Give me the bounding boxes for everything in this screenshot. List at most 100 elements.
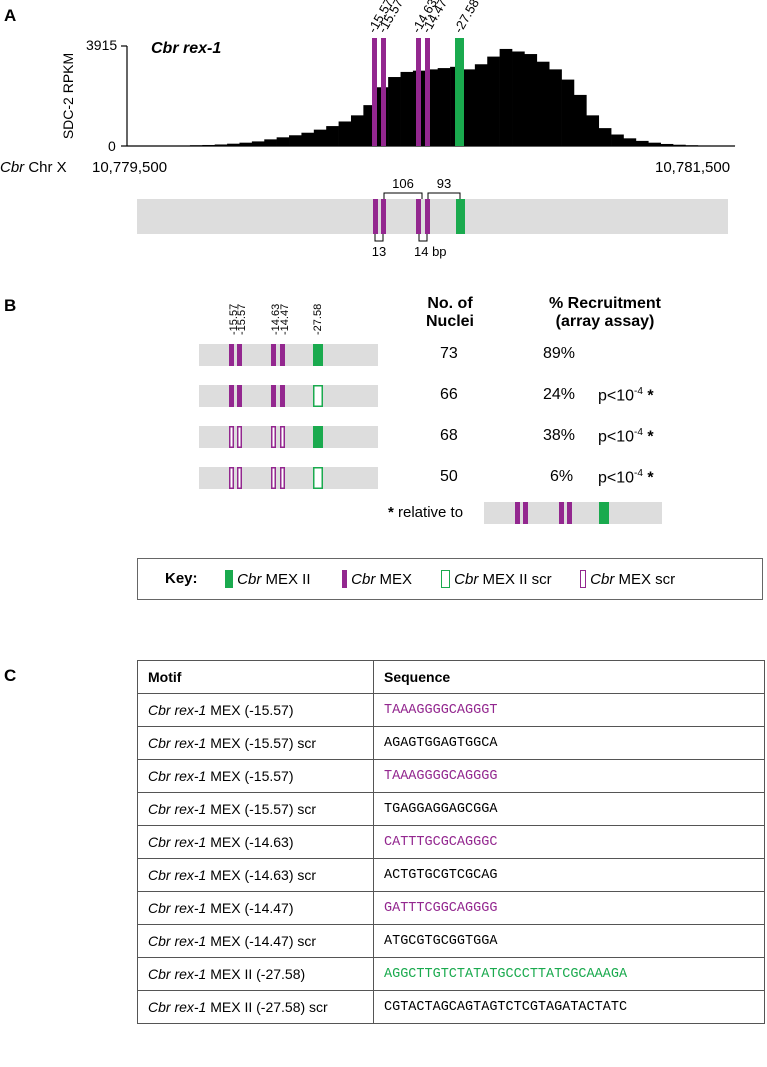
key-title: Key: — [165, 570, 198, 587]
header-recruitment-line2: (array assay) — [555, 313, 655, 330]
pval-row-2-exp: -4 — [634, 386, 643, 397]
header-recruitment: % Recruitment (array assay) — [535, 295, 675, 331]
sequence-cell: CGTACTAGCAGTAGTCTCGTAGATACTATC — [373, 990, 765, 1024]
pct-row-1: 89% — [543, 345, 576, 362]
histogram-bin — [524, 54, 538, 146]
histogram-bin — [487, 56, 500, 146]
motif-cell: Cbr rex-1 MEX (-14.63) scr — [137, 858, 374, 892]
histogram-bin — [251, 141, 265, 146]
hist-site-mex-4 — [425, 38, 430, 146]
histogram-bin — [350, 115, 364, 146]
pct-row-3: 38% — [543, 427, 576, 444]
histogram — [128, 48, 736, 146]
construct-mex-site — [229, 344, 234, 366]
x-right-label: 10,781,500 — [655, 159, 731, 176]
nuclei-row-3: 68 — [440, 427, 458, 444]
construct-mexii-scr-site — [313, 467, 323, 489]
key-mex-scr-species: Cbr — [590, 571, 615, 588]
construct-mex-scr-site — [229, 426, 234, 448]
construct-bar — [199, 344, 378, 366]
histogram-bin — [301, 132, 315, 146]
relative-star: * — [388, 504, 394, 521]
construct-mex-scr-site — [237, 467, 242, 489]
hist-site-mex-2 — [381, 38, 386, 146]
dist-106: 106 — [392, 176, 414, 191]
pval-row-3-text: p<10 — [598, 428, 635, 446]
key-mexii-species: Cbr — [237, 571, 262, 588]
pval-row-2: p<10-4 * — [598, 386, 654, 405]
key-item-mexii-scr: Cbr MEX II scr — [441, 570, 552, 588]
hist-site-mex-3 — [416, 38, 421, 146]
histogram-bin — [264, 139, 277, 146]
histogram-bin — [635, 140, 649, 146]
table-row: Cbr rex-1 MEX II (-27.58)AGGCTTGTCTATATG… — [137, 957, 765, 991]
hist-site-mexii — [455, 38, 464, 146]
panel-b-letter: B — [4, 296, 17, 315]
construct-mex-scr-site — [271, 467, 276, 489]
relative-text: relative to — [398, 504, 464, 521]
locus-mex-2 — [381, 199, 386, 234]
motif-desc: MEX (-15.57) scr — [206, 801, 317, 817]
key-mex-scr-text: MEX scr — [614, 571, 676, 588]
histogram-bin — [673, 144, 686, 146]
swatch-mex-scr-icon — [580, 570, 586, 588]
header-recruitment-line1: % Recruitment — [548, 295, 662, 312]
dist-14: 14 bp — [414, 244, 447, 259]
locus-mex-1 — [373, 199, 378, 234]
nuclei-row-4: 50 — [440, 468, 458, 485]
motif-desc: MEX (-14.63) — [206, 834, 294, 850]
panel-a-figure: -15.57 -15.57 -14.63 -14.47 -27.58 106 9… — [121, 0, 736, 524]
construct-mex-site — [271, 385, 276, 407]
table-header-row: Motif Sequence — [137, 660, 765, 694]
histogram-bin — [227, 143, 240, 146]
motif-desc: MEX (-15.57) scr — [206, 735, 317, 751]
histogram-bin — [326, 126, 339, 146]
site-label-b-5: -27.58 — [312, 304, 324, 335]
pval-row-3: p<10-4 * — [598, 427, 654, 446]
motif-desc: MEX (-14.47) — [206, 900, 294, 916]
hist-site-mex-1 — [372, 38, 377, 146]
motif-cell: Cbr rex-1 MEX II (-27.58) — [137, 957, 374, 991]
motif-gene: Cbr rex-1 — [148, 768, 207, 784]
motif-desc: MEX (-15.57) — [206, 702, 294, 718]
construct-mex-scr-site — [229, 467, 234, 489]
locus-title: Cbr rex-1 — [151, 40, 222, 57]
histogram-bin — [685, 145, 699, 146]
motif-cell: Cbr rex-1 MEX (-14.47) — [137, 891, 374, 925]
histogram-bin — [437, 68, 451, 146]
histogram-bin — [536, 61, 550, 146]
key-mexii-scr-species: Cbr — [454, 571, 479, 588]
construct-mex-site — [280, 385, 285, 407]
pval-row-3-exp: -4 — [634, 427, 643, 438]
motif-gene: Cbr rex-1 — [148, 801, 207, 817]
histogram-bin — [660, 143, 674, 146]
construct-mex-site — [237, 385, 242, 407]
construct-mex-scr-site — [237, 426, 242, 448]
locus-bar — [137, 199, 728, 234]
nuclei-row-2: 66 — [440, 386, 458, 403]
histogram-bin — [573, 94, 587, 146]
histogram-bin — [276, 137, 290, 146]
histogram-bin — [338, 121, 352, 146]
motif-gene: Cbr rex-1 — [148, 735, 207, 751]
header-motif: Motif — [137, 660, 374, 694]
histogram-bin — [313, 129, 327, 146]
histogram-bin — [400, 71, 414, 146]
header-sequence: Sequence — [373, 660, 765, 694]
pval-row-2-text: p<10 — [598, 387, 635, 405]
construct-bar — [199, 385, 378, 407]
nuclei-row-1: 73 — [440, 345, 458, 362]
key-item-mex: Cbr MEX — [342, 570, 412, 588]
motif-desc: MEX (-15.57) — [206, 768, 294, 784]
panel-a-letter: A — [4, 6, 17, 25]
histogram-bin — [512, 51, 525, 146]
site-label-a-5: -27.58 — [451, 0, 482, 35]
pct-row-4: 6% — [550, 468, 574, 485]
histogram-bin — [697, 145, 711, 146]
ref-mex-1 — [515, 502, 520, 524]
key-item-mex-scr: Cbr MEX scr — [580, 570, 675, 588]
pval-row-4-exp: -4 — [634, 468, 643, 479]
sequence-cell: ACTGTGCGTCGCAG — [373, 858, 765, 892]
